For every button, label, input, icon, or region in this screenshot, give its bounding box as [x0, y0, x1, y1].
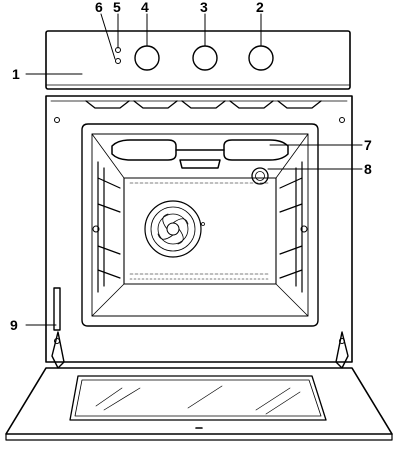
callout-5: 5 — [113, 0, 121, 14]
knob-2-dial — [249, 46, 273, 70]
shelf-support-right — [280, 162, 307, 292]
knob-3-dial — [193, 46, 217, 70]
callout-4: 4 — [141, 0, 149, 14]
knob-4-dial — [135, 46, 159, 70]
oven-door — [6, 368, 392, 440]
callout-2: 2 — [256, 0, 264, 14]
callout-1: 1 — [12, 67, 20, 81]
callout-9: 9 — [10, 318, 18, 332]
callout-3: 3 — [200, 0, 208, 14]
oven-cavity — [82, 124, 318, 326]
control-panel — [46, 31, 350, 89]
convection-fan — [145, 201, 205, 257]
vent-slots — [86, 101, 321, 108]
oven-lamp — [252, 168, 268, 184]
indicator-6-light — [116, 59, 121, 64]
callout-6: 6 — [95, 0, 103, 14]
callout-7: 7 — [364, 138, 372, 152]
callout-8: 8 — [364, 162, 372, 176]
door-hinge — [52, 288, 348, 368]
grill-element — [112, 140, 288, 168]
shelf-support-left — [93, 162, 120, 292]
